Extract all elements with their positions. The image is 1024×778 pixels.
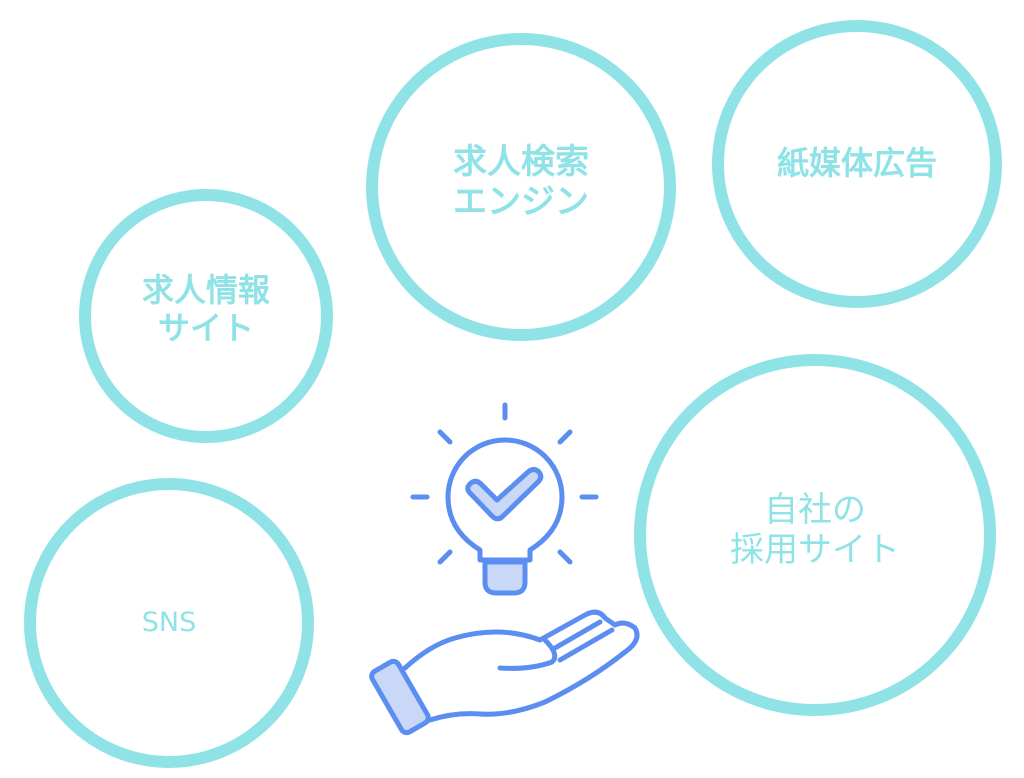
check-icon bbox=[465, 467, 544, 522]
circle-job-info-site: 求人情報 サイト bbox=[79, 189, 333, 443]
hand-holding-lightbulb-icon bbox=[369, 402, 640, 736]
light-rays-icon bbox=[410, 402, 599, 565]
circle-job-search-engine: 求人検索 エンジン bbox=[366, 33, 676, 341]
circle-print-ads: 紙媒体広告 bbox=[712, 20, 1002, 308]
label-job-info-site: 求人情報 サイト bbox=[141, 271, 270, 347]
label-print-ads: 紙媒体広告 bbox=[776, 144, 937, 183]
circle-own-recruit-site: 自社の 採用サイト bbox=[634, 354, 996, 716]
label-job-search-engine: 求人検索 エンジン bbox=[453, 141, 589, 222]
sleeve-cuff bbox=[369, 658, 431, 736]
label-own-recruit-site: 自社の 採用サイト bbox=[730, 489, 900, 570]
label-sns: SNS bbox=[141, 607, 197, 639]
bulb-base bbox=[482, 559, 528, 596]
circle-sns: SNS bbox=[24, 478, 314, 768]
